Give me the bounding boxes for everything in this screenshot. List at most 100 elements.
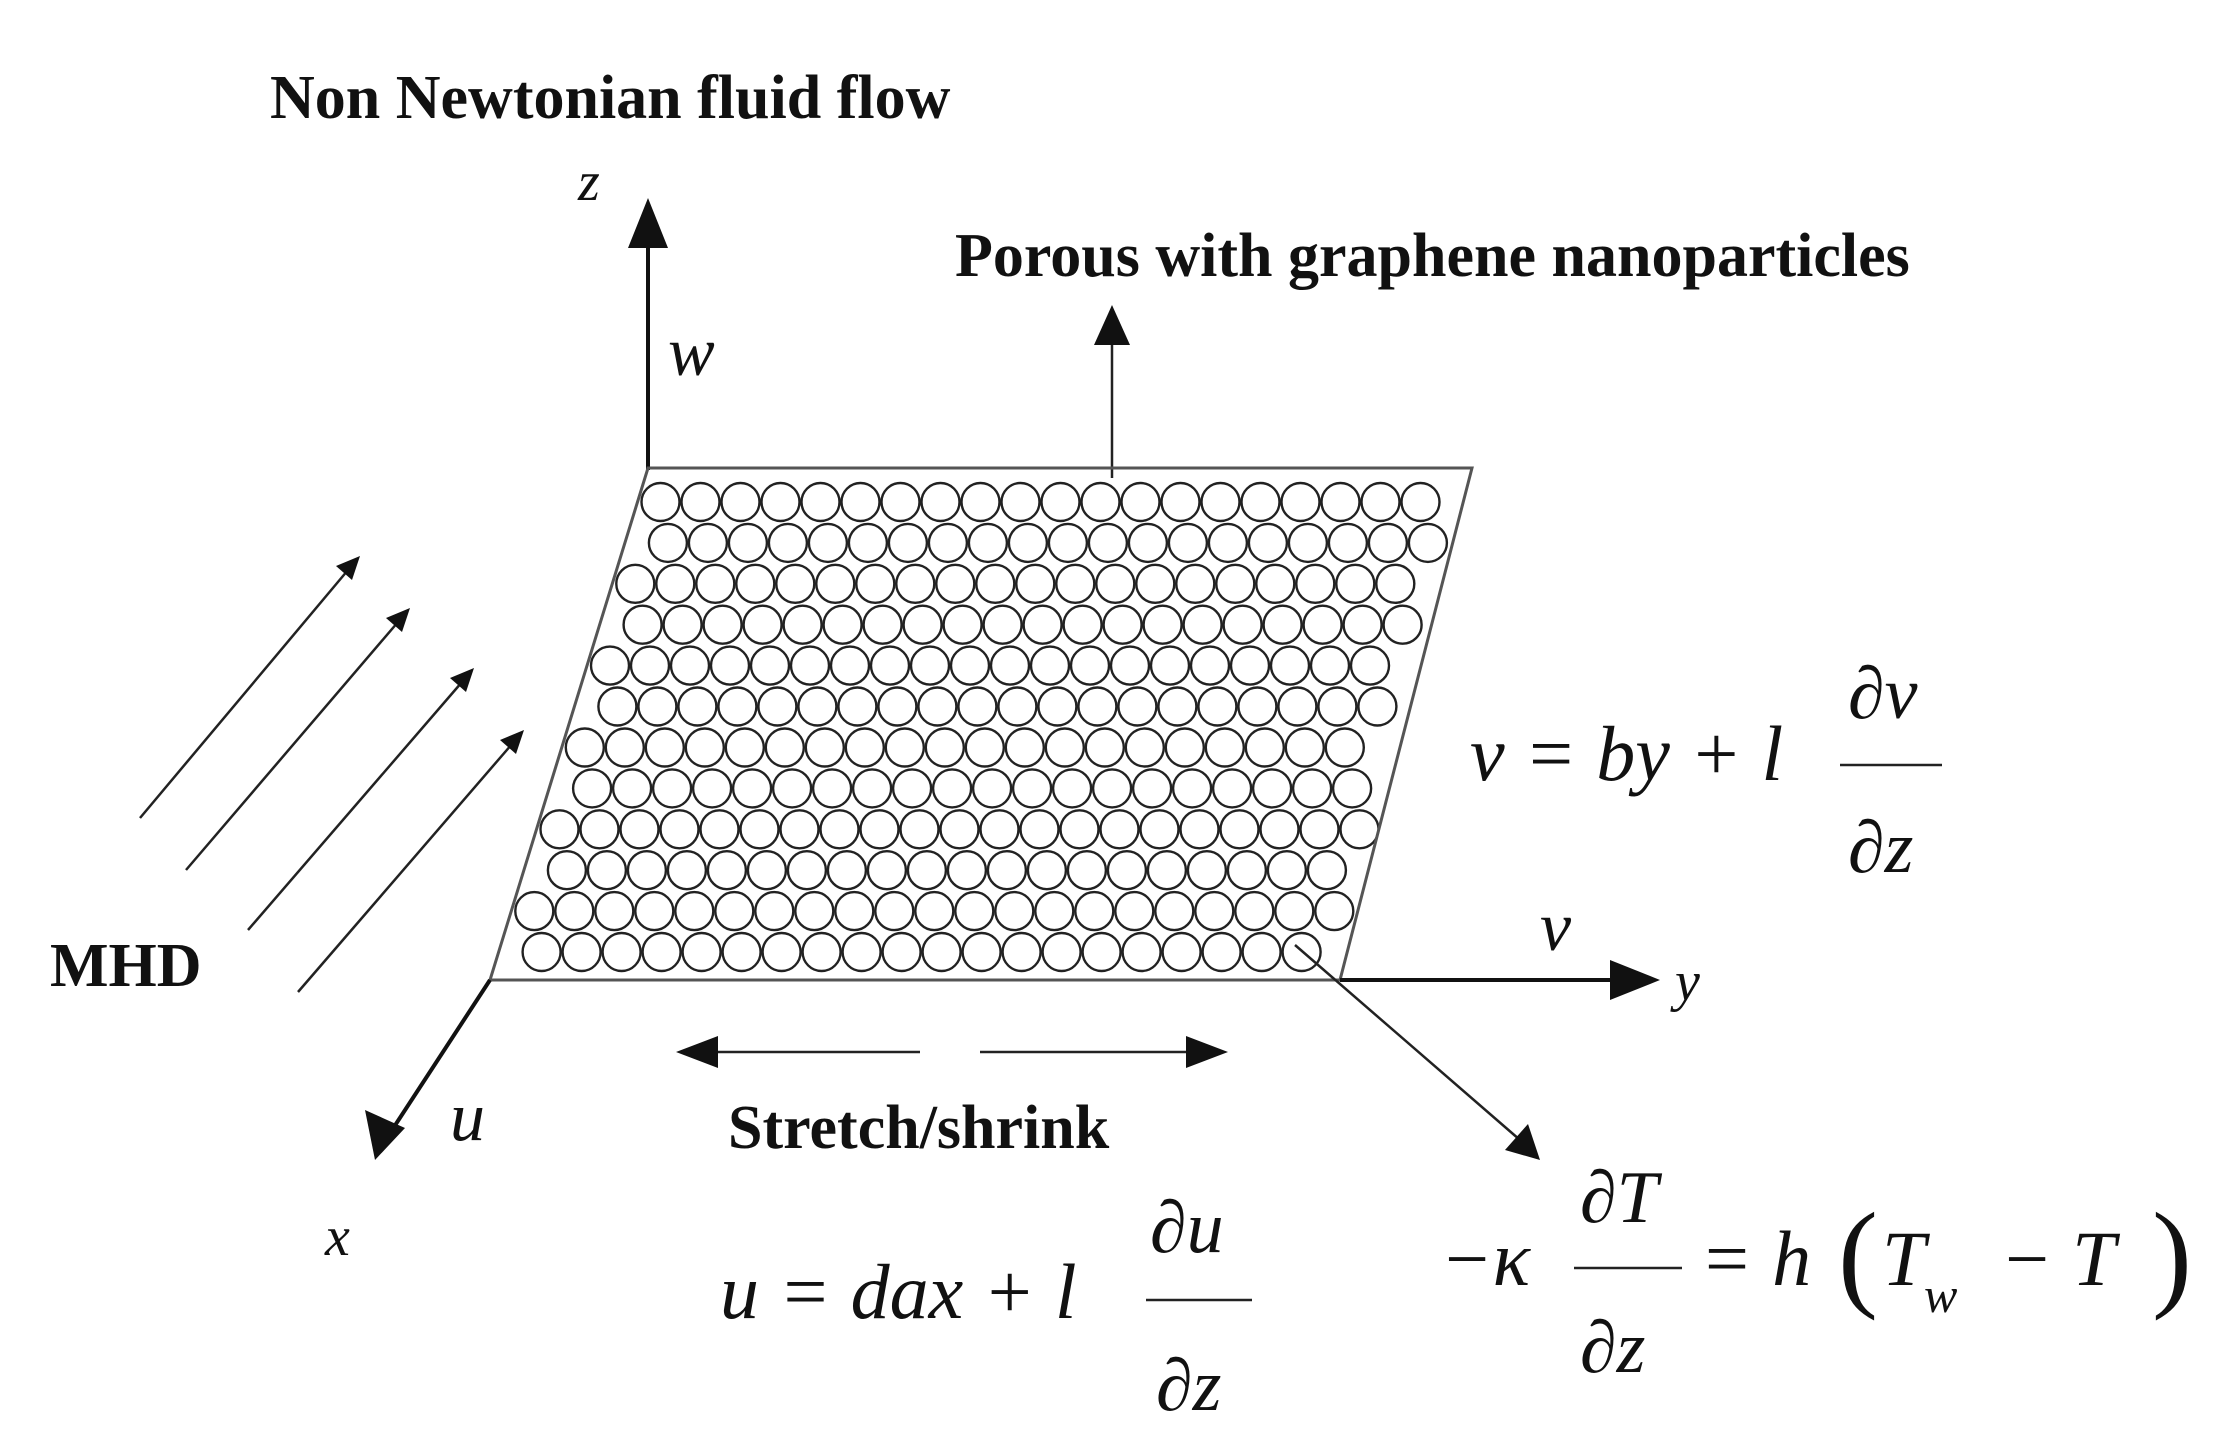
nanoparticle-circle: [742, 604, 783, 645]
nanoparticle-circle: [874, 890, 915, 932]
nanoparticle-circle: [739, 809, 780, 850]
nanoparticle-circle: [844, 727, 885, 768]
nanoparticle-circle: [801, 931, 842, 973]
mhd-field-arrows: [139, 556, 524, 993]
nanoparticle-circle: [880, 481, 921, 523]
nanoparticle-circle: [554, 890, 595, 932]
nanoparticle-circle: [622, 604, 663, 645]
nanoparticle-circle: [1171, 768, 1213, 809]
nanoparticle-circle: [611, 768, 653, 809]
nanoparticle-circle: [1069, 645, 1111, 686]
nanoparticle-circle: [942, 604, 983, 645]
nanoparticle-circle: [960, 481, 1001, 523]
nanoparticle-circle: [1167, 522, 1209, 564]
nanoparticle-circle: [1194, 890, 1235, 932]
nanoparticle-circle: [869, 645, 911, 686]
nanoparticle-circle: [779, 809, 820, 850]
nanoparticle-circle: [877, 686, 918, 727]
nanoparticle-circle: [1274, 890, 1315, 932]
nanoparticle-circle: [1114, 890, 1155, 932]
nanoparticle-circle: [1037, 686, 1078, 727]
nanoparticle-circle: [924, 727, 965, 768]
nanoparticle-circle: [834, 890, 875, 932]
nanoparticle-circle: [1357, 686, 1398, 727]
nanoparticle-circle: [884, 727, 925, 768]
nanoparticle-circle: [594, 890, 635, 932]
nanoparticle-circle: [1251, 768, 1293, 809]
nanoparticle-circle: [1247, 522, 1289, 564]
nanoparticle-circle: [967, 522, 1009, 564]
nanoparticle-circle: [1034, 890, 1075, 932]
nanoparticle-circle: [674, 890, 715, 932]
nanoparticle-circle: [760, 481, 801, 523]
heat-eq-numerator: ∂T: [1580, 1157, 1663, 1239]
nanoparticle-circle: [1302, 604, 1343, 645]
nanoparticle-circle: [1320, 481, 1361, 523]
nanoparticle-circle: [717, 686, 758, 727]
nanoparticle-circle: [1291, 768, 1333, 809]
nanoparticle-circle: [1226, 850, 1268, 891]
z-axis-label: z: [577, 151, 600, 213]
nanoparticle-circle: [589, 645, 631, 686]
nanoparticle-grid: [514, 481, 1449, 973]
nanoparticle-circle: [702, 604, 743, 645]
nanoparticle-circle: [1102, 604, 1143, 645]
u-eq-lhs: u = dax + l: [720, 1248, 1077, 1335]
nanoparticle-circle: [1314, 890, 1355, 932]
nanoparticle-circle: [1142, 604, 1183, 645]
nanoparticle-circle: [640, 481, 681, 523]
nanoparticle-circle: [1051, 768, 1093, 809]
nanoparticle-circle: [659, 809, 700, 850]
nanoparticle-circle: [1255, 563, 1296, 604]
nanoparticle-circle: [1339, 809, 1380, 850]
x-axis-label: x: [324, 1206, 350, 1268]
nanoparticle-circle: [829, 645, 871, 686]
nanoparticle-circle: [837, 686, 878, 727]
nanoparticle-circle: [1219, 809, 1260, 850]
nanoparticle-circle: [1215, 563, 1256, 604]
nanoparticle-circle: [1127, 522, 1169, 564]
nanoparticle-circle: [746, 850, 788, 891]
nanoparticle-circle: [1001, 931, 1042, 973]
nanoparticle-circle: [1066, 850, 1108, 891]
nanoparticle-circle: [1109, 645, 1151, 686]
nanoparticle-circle: [989, 645, 1031, 686]
nanoparticle-circle: [1259, 809, 1300, 850]
nanoparticle-circle: [539, 809, 580, 850]
nanoparticle-circle: [514, 890, 555, 932]
nanoparticle-circle: [579, 809, 620, 850]
v-eq-numerator: ∂v: [1848, 653, 1918, 735]
nanoparticle-circle: [1309, 645, 1351, 686]
nanoparticle-circle: [1080, 481, 1121, 523]
x-axis: [365, 978, 492, 1160]
nanoparticle-circle: [647, 522, 689, 564]
v-eq-denominator: ∂z: [1848, 807, 1913, 889]
heat-eq-close-paren: ): [2152, 1188, 2192, 1321]
y-axis-label: y: [1670, 951, 1700, 1013]
nanoparticle-circle: [1077, 686, 1118, 727]
y-axis: [1340, 960, 1660, 1000]
heat-eq-tw: T: [1882, 1215, 1930, 1302]
nanoparticle-circle: [757, 686, 798, 727]
nanoparticle-circle: [1317, 686, 1358, 727]
nanoparticle-circle: [899, 809, 940, 850]
nanoparticle-circle: [786, 850, 828, 891]
nanoparticle-circle: [680, 481, 721, 523]
nanoparticle-circle: [982, 604, 1023, 645]
nanoparticle-circle: [735, 563, 776, 604]
nanoparticle-circle: [1157, 686, 1198, 727]
nanoparticle-circle: [847, 522, 889, 564]
nanoparticle-circle: [1019, 809, 1060, 850]
nanoparticle-circle: [1324, 727, 1366, 768]
nanoparticle-circle: [920, 481, 961, 523]
nanoparticle-circle: [1117, 686, 1158, 727]
nanoparticle-circle: [1234, 890, 1275, 932]
nanoparticle-circle: [986, 850, 1028, 891]
nanoparticle-circle: [1081, 931, 1122, 973]
nanoparticle-circle: [1342, 604, 1383, 645]
nanoparticle-circle: [691, 768, 733, 809]
nanoparticle-circle: [840, 481, 881, 523]
mhd-label: MHD: [50, 932, 202, 1000]
nanoparticle-circle: [1095, 563, 1136, 604]
nanoparticle-circle: [641, 931, 682, 973]
